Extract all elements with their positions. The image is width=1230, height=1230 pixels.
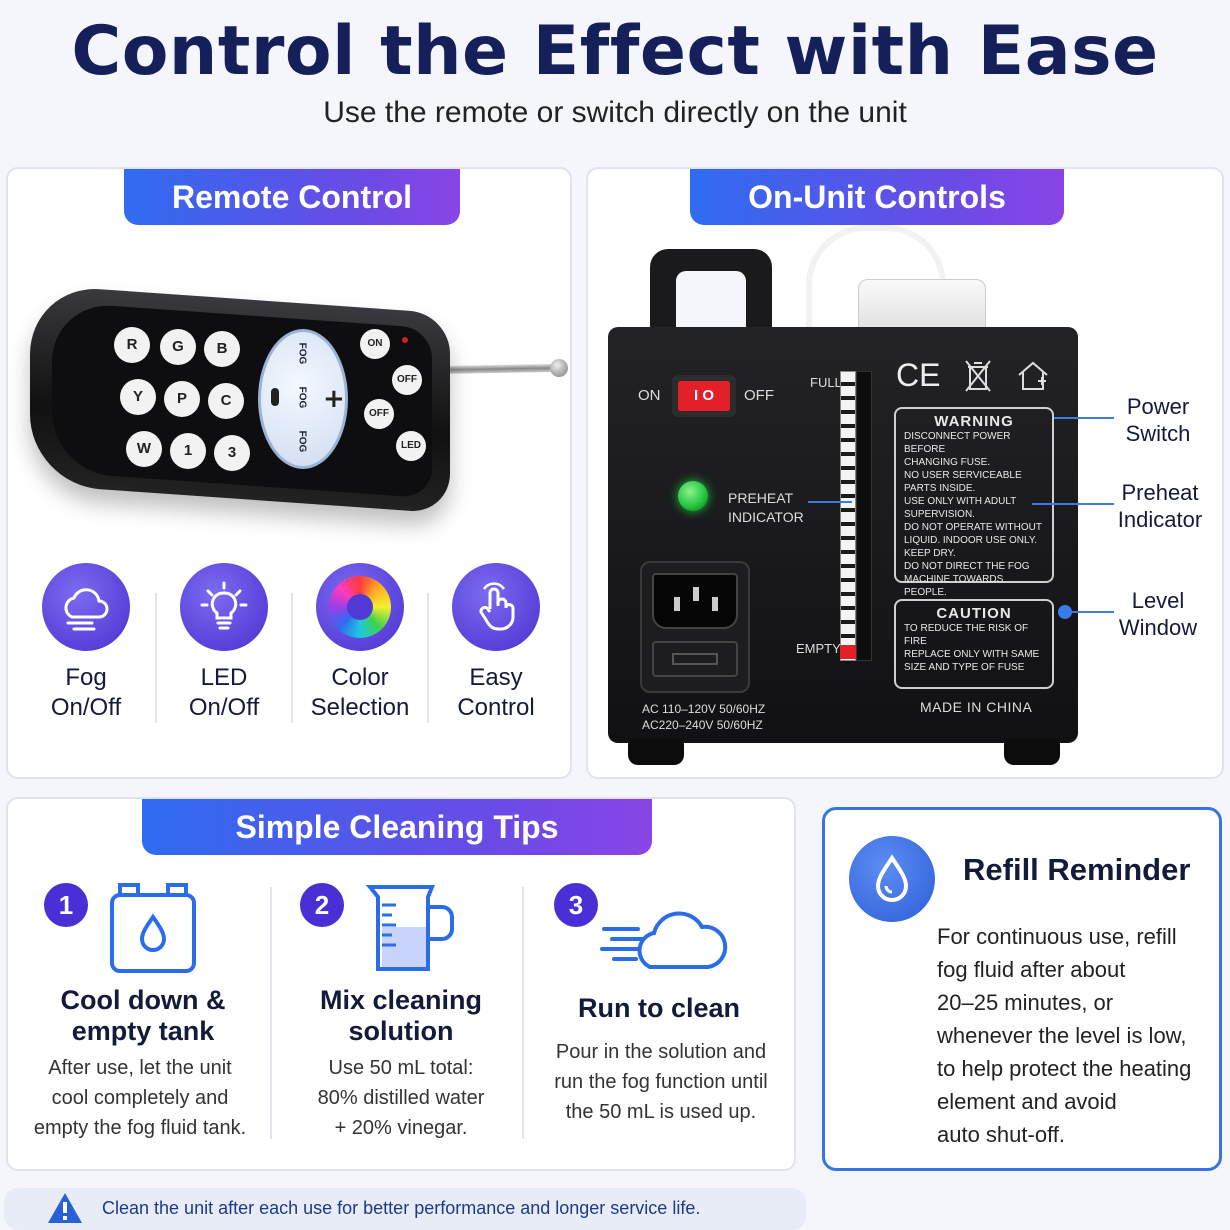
callout-power-switch: Power Switch xyxy=(1125,394,1191,446)
feature-divider xyxy=(291,593,293,723)
remote-button-off-bottom[interactable]: OFF xyxy=(364,399,394,429)
preheat-label: PREHEAT INDICATOR xyxy=(728,490,804,525)
level-window xyxy=(840,371,856,661)
footer-note-bar: Clean the unit after each use for better… xyxy=(4,1188,806,1230)
level-window-frame xyxy=(856,371,872,661)
minus-icon xyxy=(271,388,279,406)
warning-triangle-icon xyxy=(46,1191,84,1229)
refill-description: For continuous use, refill fog fluid aft… xyxy=(937,924,1192,1147)
tip-desc-2: Use 50 mL total: 80% distilled water + 2… xyxy=(317,1057,485,1139)
unit-foot-right xyxy=(1004,739,1060,765)
ce-mark: CE xyxy=(896,357,941,393)
page-title: Control the Effect with Ease xyxy=(71,12,1159,91)
tip-divider xyxy=(270,887,272,1139)
measuring-jug-icon xyxy=(364,883,464,979)
fog-cloud-clean-icon xyxy=(600,887,732,983)
made-in-label: MADE IN CHINA xyxy=(920,699,1033,715)
remote-button-r[interactable]: R xyxy=(114,327,150,363)
remote-dial-label-bottom: FOG xyxy=(296,430,308,453)
tip-desc-3: Pour in the solution and run the fog fun… xyxy=(554,1041,768,1123)
light-bulb-icon xyxy=(180,563,268,651)
switch-off-label: OFF xyxy=(744,387,774,404)
refill-reminder-panel: Refill Reminder For continuous use, refi… xyxy=(822,807,1222,1171)
remote-dial-label-top: FOG xyxy=(296,342,308,365)
warning-title: WARNING xyxy=(934,413,1014,430)
tip-desc-1: After use, let the unit cool completely … xyxy=(33,1057,247,1139)
tip-title-3: Run to clean xyxy=(577,993,740,1023)
callout-level-window: Level Window xyxy=(1118,588,1198,640)
feature-divider xyxy=(155,593,157,723)
power-socket xyxy=(640,561,750,693)
caution-title: CAUTION xyxy=(936,605,1012,622)
callout-preheat-indicator: Preheat Indicator xyxy=(1117,480,1203,532)
caution-label: CAUTION TO REDUCE THE RISK OF FIRE REPLA… xyxy=(894,599,1054,689)
unit-foot-left xyxy=(628,739,684,765)
remote-control-panel: Remote Control R G B Y P C W 1 3 FOG FOG… xyxy=(6,167,572,779)
level-full-label: FULL xyxy=(810,375,842,390)
remote-button-on[interactable]: ON xyxy=(360,329,390,359)
remote-dial-label-mid: FOG xyxy=(296,386,308,409)
tip-title-2: Mix cleaning solution xyxy=(319,985,483,1046)
cleaning-tips-banner: Simple Cleaning Tips xyxy=(142,799,652,855)
tip-number-3: 3 xyxy=(554,883,598,927)
callout-line-power xyxy=(1054,417,1114,419)
remote-button-c[interactable]: C xyxy=(208,383,244,419)
remote-button-1[interactable]: 1 xyxy=(170,433,206,469)
remote-button-p[interactable]: P xyxy=(164,381,200,417)
water-drop-icon xyxy=(849,836,935,922)
remote-button-b[interactable]: B xyxy=(204,331,240,367)
level-empty-marker xyxy=(840,645,856,659)
feature-label-fog: Fog On/Off xyxy=(50,664,122,721)
remote-control-illustration: R G B Y P C W 1 3 FOG FOG FOG + ON OFF O… xyxy=(30,284,570,514)
remote-button-led[interactable]: LED xyxy=(396,431,426,461)
weee-bin-icon xyxy=(964,359,992,397)
preheat-indicator-light xyxy=(678,481,708,511)
remote-control-banner: Remote Control xyxy=(124,169,460,225)
remote-button-3[interactable]: 3 xyxy=(214,435,250,471)
feature-label-control: Easy Control xyxy=(457,664,535,721)
cleaning-tips-panel: Simple Cleaning Tips 1 Cool down & empty… xyxy=(6,797,796,1171)
remote-indicator-led xyxy=(402,337,408,343)
page-subtitle: Use the remote or switch directly on the… xyxy=(323,96,907,129)
tip-number-1: 1 xyxy=(44,883,88,927)
feature-label-color: Color Selection xyxy=(310,664,410,721)
switch-rocker: I O xyxy=(678,381,730,411)
plus-icon: + xyxy=(323,384,345,414)
remote-button-w[interactable]: W xyxy=(126,431,162,467)
callout-line-preheat-left xyxy=(808,501,852,503)
remote-button-off-top[interactable]: OFF xyxy=(392,365,422,395)
level-empty-label: EMPTY xyxy=(796,641,841,656)
remote-antenna-tip xyxy=(550,359,568,377)
color-wheel-icon xyxy=(316,563,404,651)
feature-label-led: LED On/Off xyxy=(188,664,260,721)
callout-line-level xyxy=(1064,611,1114,613)
callout-dot-level xyxy=(1058,605,1072,619)
tip-title-1: Cool down & empty tank xyxy=(60,985,226,1046)
switch-on-label: ON xyxy=(638,387,661,404)
remote-features-row: Fog On/Off LED On/Off Color Selection Ea… xyxy=(18,563,564,743)
fog-cloud-icon xyxy=(42,563,130,651)
tip-number-2: 2 xyxy=(300,883,344,927)
tip-divider xyxy=(522,887,524,1139)
indoor-use-house-icon xyxy=(1016,359,1050,397)
fuel-tank-icon xyxy=(108,883,198,979)
on-unit-controls-panel: On-Unit Controls ON I O OFF PREHEAT INDI… xyxy=(586,167,1224,779)
feature-divider xyxy=(427,593,429,723)
footer-note-text: Clean the unit after each use for better… xyxy=(102,1198,701,1218)
refill-title: Refill Reminder xyxy=(963,852,1191,887)
remote-fog-dial[interactable]: FOG FOG FOG + xyxy=(258,329,348,469)
warning-label: WARNING DISCONNECT POWER BEFORE CHANGING… xyxy=(894,407,1054,598)
voltage-label: AC 110–120V 50/60HZ AC220–240V 50/60HZ xyxy=(642,702,766,732)
remote-button-g[interactable]: G xyxy=(160,329,196,365)
remote-button-y[interactable]: Y xyxy=(120,379,156,415)
hand-tap-icon xyxy=(452,563,540,651)
power-switch[interactable]: I O xyxy=(672,375,736,417)
on-unit-controls-banner: On-Unit Controls xyxy=(690,169,1064,225)
callout-line-preheat xyxy=(1032,503,1114,505)
